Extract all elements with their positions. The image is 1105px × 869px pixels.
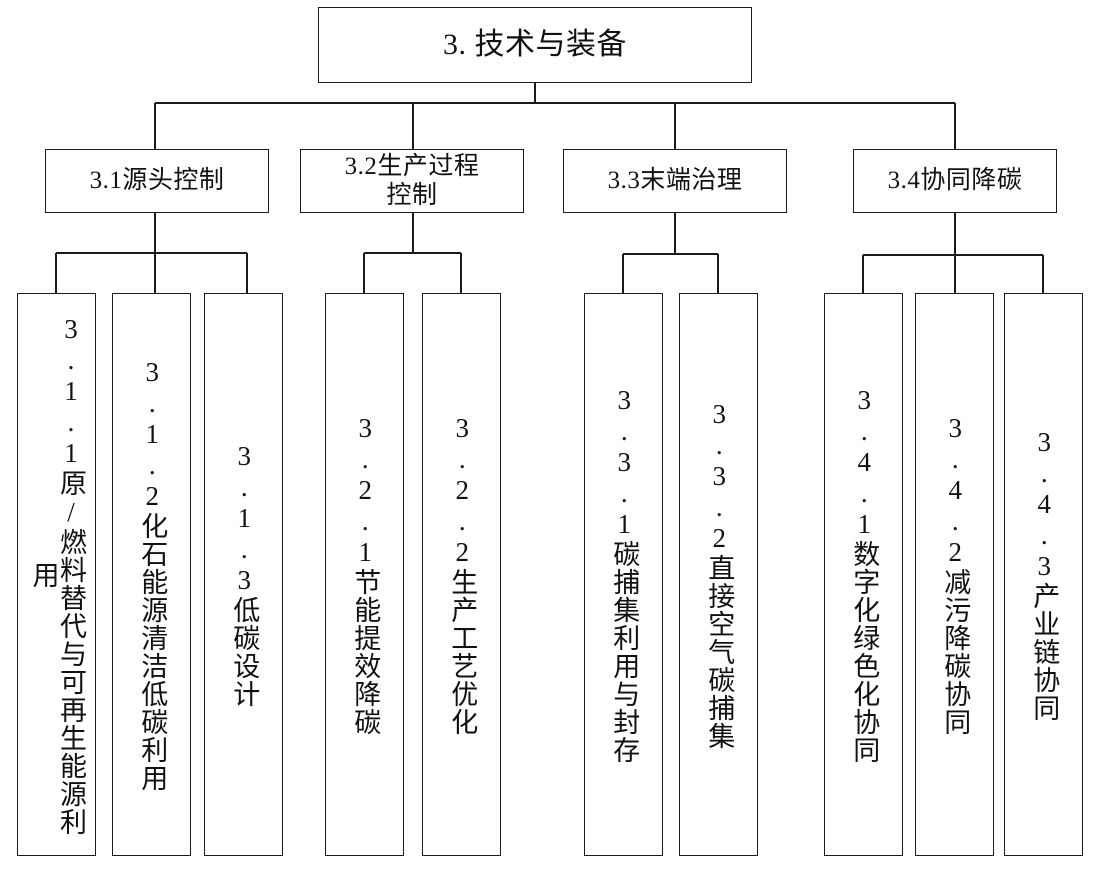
node-root-label: 3. 技术与装备 [443, 28, 627, 62]
node-3-1-3-label: 3.1.3低碳设计 [229, 441, 260, 708]
node-3-1-3[interactable]: 3.1.3低碳设计 [204, 293, 283, 856]
node-3-1-2-label: 3.1.2化石能源清洁低碳利用 [137, 357, 168, 792]
node-3-4-2-label: 3.4.2减污降碳协同 [940, 413, 971, 736]
node-3-4-3-label: 3.4.3产业链协同 [1029, 427, 1060, 722]
node-3-4-label: 3.4协同降碳 [887, 167, 1023, 195]
node-3-4-3[interactable]: 3.4.3产业链协同 [1004, 293, 1083, 856]
node-3-3-2-label: 3.3.2直接空气碳捕集 [704, 399, 735, 750]
node-root-3[interactable]: 3. 技术与装备 [318, 7, 752, 83]
node-3-4-1-label: 3.4.1数字化绿色化协同 [849, 385, 880, 764]
node-3-1-1-label: 3.1.1原/燃料替代与可再生能源利用 [28, 313, 87, 836]
node-3-3-1-label: 3.3.1碳捕集利用与封存 [609, 385, 640, 764]
node-3-1-label: 3.1源头控制 [89, 167, 225, 195]
node-3-1-2[interactable]: 3.1.2化石能源清洁低碳利用 [112, 293, 191, 856]
node-3-2[interactable]: 3.2生产过程 控制 [300, 149, 524, 213]
node-3-3-1[interactable]: 3.3.1碳捕集利用与封存 [584, 293, 663, 856]
node-3-2-2-label: 3.2.2生产工艺优化 [447, 413, 478, 736]
node-3-2-1[interactable]: 3.2.1节能提效降碳 [325, 293, 404, 856]
node-3-1[interactable]: 3.1源头控制 [45, 149, 269, 213]
node-3-2-label: 3.2生产过程 控制 [344, 152, 480, 210]
node-3-3-2[interactable]: 3.3.2直接空气碳捕集 [679, 293, 758, 856]
node-3-4-2[interactable]: 3.4.2减污降碳协同 [915, 293, 994, 856]
node-3-3-label: 3.3末端治理 [607, 167, 743, 195]
node-3-2-2[interactable]: 3.2.2生产工艺优化 [422, 293, 501, 856]
node-3-4[interactable]: 3.4协同降碳 [853, 149, 1057, 213]
node-3-1-1[interactable]: 3.1.1原/燃料替代与可再生能源利用 [17, 293, 96, 856]
node-3-2-1-label: 3.2.1节能提效降碳 [350, 413, 381, 736]
node-3-3[interactable]: 3.3末端治理 [563, 149, 787, 213]
node-3-4-1[interactable]: 3.4.1数字化绿色化协同 [824, 293, 903, 856]
